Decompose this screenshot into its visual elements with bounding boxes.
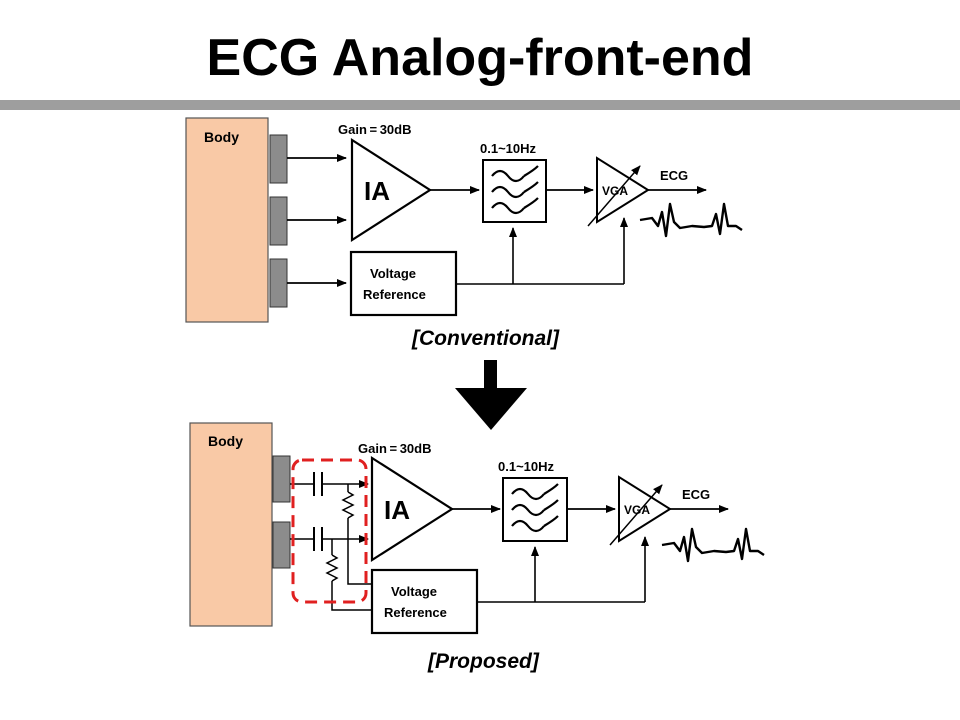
conventional-diagram: Body Gain = 30dB IA 0.1~10Hz VGA ECG bbox=[185, 117, 743, 350]
body-label: Body bbox=[204, 129, 239, 145]
title-divider bbox=[0, 100, 960, 110]
slide-title: ECG Analog-front-end bbox=[206, 29, 754, 87]
ecg-waveform-icon bbox=[661, 527, 765, 563]
ecg-output-label: ECG bbox=[660, 168, 688, 183]
filter-band-label: 0.1~10Hz bbox=[480, 141, 537, 156]
filter-band-label: 0.1~10Hz bbox=[498, 459, 555, 474]
highlight-box bbox=[291, 458, 368, 604]
gain-label: Gain = 30dB bbox=[358, 441, 431, 456]
vga-label: VGA bbox=[624, 503, 650, 517]
vga-amplifier bbox=[596, 156, 650, 224]
vga-gain-arrow bbox=[587, 165, 641, 227]
voltage-reference-block bbox=[349, 250, 458, 317]
ecg-waveform-icon bbox=[639, 202, 743, 238]
ia-amplifier bbox=[370, 455, 455, 563]
ac-coupling-network bbox=[290, 472, 372, 611]
down-arrow-icon bbox=[455, 360, 527, 430]
vga-gain-arrow bbox=[609, 484, 663, 546]
proposed-caption: [Proposed] bbox=[427, 650, 540, 673]
proposed-diagram: Body Gain = 30dB IA bbox=[189, 422, 765, 673]
voltage-reference-block bbox=[370, 568, 479, 635]
electrode bbox=[272, 455, 291, 503]
ecg-output-label: ECG bbox=[682, 487, 710, 502]
vref-label-line2: Reference bbox=[384, 605, 447, 620]
body-block bbox=[189, 422, 273, 627]
resistor bbox=[341, 491, 355, 519]
resistor bbox=[325, 554, 339, 582]
ia-label: IA bbox=[364, 176, 390, 206]
electrode bbox=[269, 258, 288, 308]
ia-amplifier bbox=[350, 137, 433, 243]
electrode bbox=[269, 196, 288, 246]
filter-waves-icon bbox=[502, 477, 568, 542]
electrode bbox=[269, 134, 288, 184]
filter-waves-icon bbox=[482, 159, 547, 223]
body-label: Body bbox=[208, 433, 243, 449]
vga-amplifier bbox=[618, 475, 672, 543]
body-block bbox=[185, 117, 269, 323]
conventional-caption: [Conventional] bbox=[411, 327, 560, 350]
ia-label: IA bbox=[384, 495, 410, 525]
electrode bbox=[272, 521, 291, 569]
vref-label-line1: Voltage bbox=[391, 584, 437, 599]
vref-label-line1: Voltage bbox=[370, 266, 416, 281]
gain-label: Gain = 30dB bbox=[338, 122, 411, 137]
vga-label: VGA bbox=[602, 184, 628, 198]
vref-label-line2: Reference bbox=[363, 287, 426, 302]
